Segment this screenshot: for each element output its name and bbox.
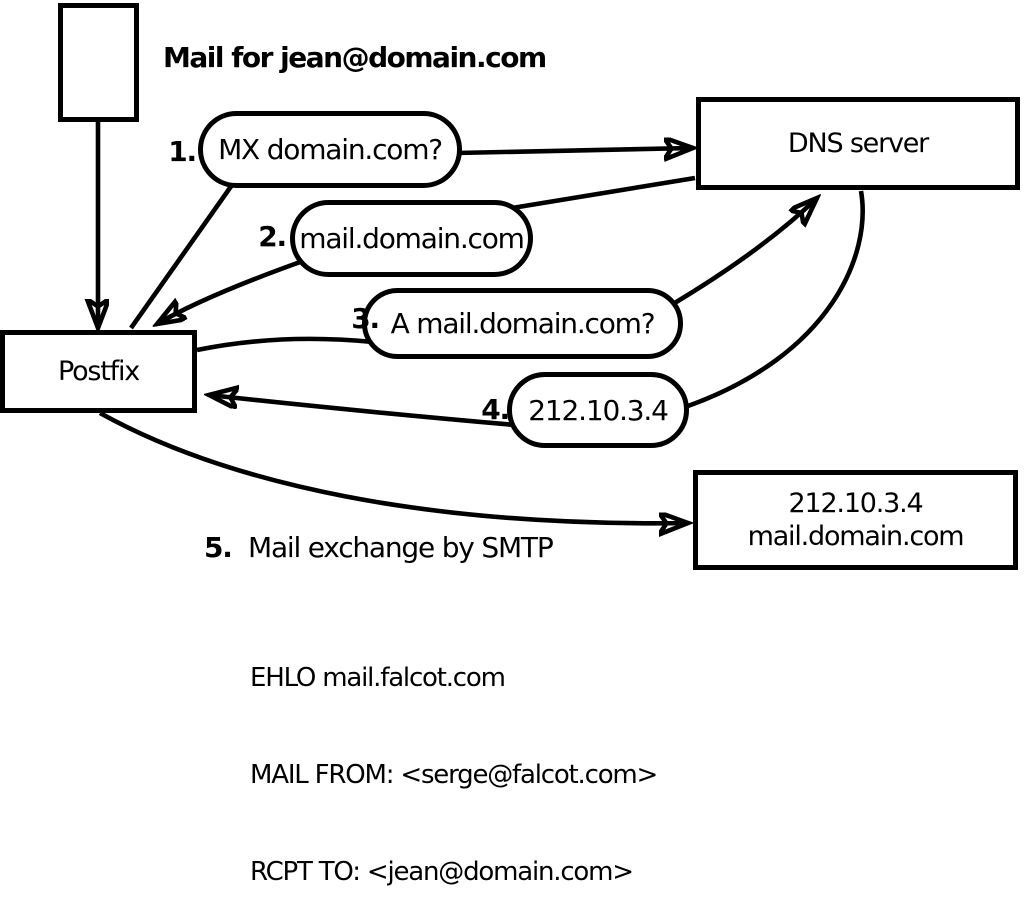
postfix-node: Postfix [0, 330, 197, 413]
step-1-number: 1. [168, 135, 197, 168]
query-a-label: A mail.domain.com? [390, 307, 656, 340]
arrow-response-a-to-postfix [209, 395, 516, 428]
arrow-query-a-to-dns [671, 198, 817, 306]
line-dns-to-response-mx [505, 175, 696, 212]
arrow-query-mx-to-dns [455, 148, 693, 153]
response-a-pill: 212.10.3.4 [507, 372, 689, 448]
line-postfix-to-query-a [196, 336, 374, 353]
step-2-number: 2. [258, 220, 287, 253]
query-mx-label: MX domain.com? [218, 133, 443, 166]
mail-message-icon [58, 3, 139, 122]
dns-server-node: DNS server [696, 97, 1020, 190]
step-3-number: 3. [351, 302, 380, 335]
response-a-label: 212.10.3.4 [528, 393, 669, 427]
line-postfix-to-query-mx [129, 183, 234, 330]
response-mx-pill: mail.domain.com [290, 200, 533, 277]
smtp-line: MAIL FROM: <serge@falcot.com> [250, 760, 658, 791]
mail-server-node: 212.10.3.4 mail.domain.com [693, 470, 1018, 570]
smtp-line: RCPT TO: <jean@domain.com> [250, 857, 634, 888]
dns-server-label: DNS server [787, 128, 929, 159]
mail-server-ip: 212.10.3.4 [788, 488, 924, 519]
diagram-title: Mail for jean@domain.com [163, 41, 547, 74]
query-a-pill: A mail.domain.com? [362, 288, 683, 359]
line-dns-to-response-a [687, 190, 865, 409]
query-mx-pill: MX domain.com? [198, 111, 462, 188]
mail-server-hostname: mail.domain.com [747, 521, 965, 552]
step-5-label: Mail exchange by SMTP [248, 531, 554, 564]
postfix-label: Postfix [57, 356, 140, 387]
smtp-session-text: EHLO mail.falcot.com MAIL FROM: <serge@f… [250, 597, 658, 919]
step-5-number: 5. [204, 531, 233, 564]
smtp-line: EHLO mail.falcot.com [250, 662, 506, 693]
arrow-response-mx-to-postfix [157, 258, 304, 324]
response-mx-label: mail.domain.com [299, 222, 525, 255]
step-4-number: 4. [481, 393, 510, 426]
arrow-postfix-to-mailserver-smtp [98, 410, 688, 523]
